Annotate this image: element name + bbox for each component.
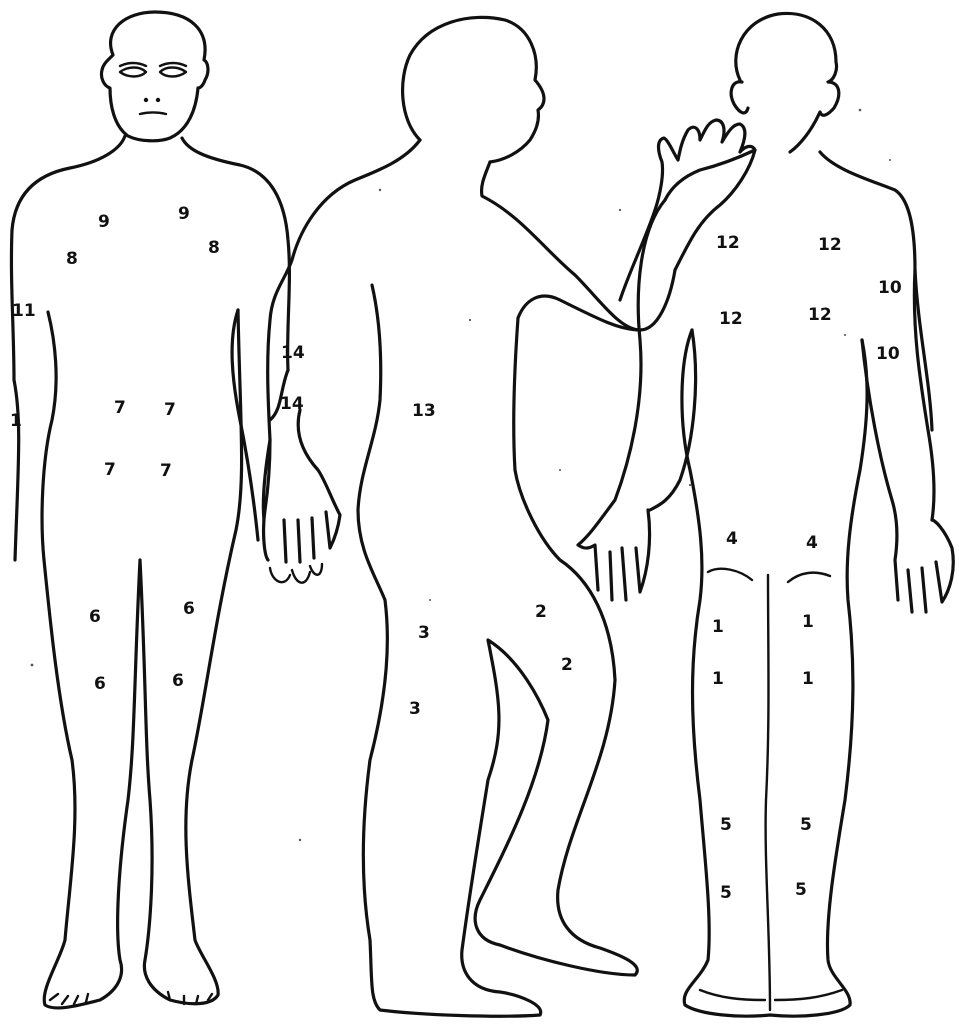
side-head [403, 17, 544, 162]
side-labels: 14 14 13 2 2 3 3 [280, 343, 573, 719]
region-label: 8 [208, 238, 220, 258]
front-labels: 9 9 8 8 11 1 7 7 7 7 6 6 6 6 [10, 204, 220, 694]
region-label: 7 [164, 400, 176, 420]
front-legs [44, 310, 242, 1008]
region-label: 1 [10, 411, 22, 431]
region-label: 13 [412, 401, 436, 421]
front-left-arm [11, 230, 56, 560]
side-fingertips [270, 564, 322, 583]
front-head [101, 12, 207, 141]
side-torso-outline [263, 140, 675, 1016]
region-label: 5 [795, 880, 807, 900]
region-label: 9 [98, 212, 110, 232]
front-body-figure [11, 12, 289, 1008]
region-label: 6 [172, 671, 184, 691]
region-label: 5 [720, 815, 732, 835]
region-label: 5 [720, 883, 732, 903]
side-lowered-hand [264, 410, 340, 562]
back-buttocks [708, 569, 830, 1010]
region-label: 9 [178, 204, 190, 224]
region-label: 6 [183, 599, 195, 619]
region-label: 4 [726, 529, 738, 549]
back-labels: 12 12 12 12 10 10 4 4 1 1 1 1 5 5 5 5 [712, 233, 902, 903]
region-label: 10 [878, 278, 902, 298]
region-label: 12 [818, 235, 842, 255]
region-label: 14 [281, 343, 305, 363]
region-label: 10 [876, 344, 900, 364]
region-label: 6 [94, 674, 106, 694]
region-label: 7 [160, 461, 172, 481]
region-label: 7 [104, 460, 116, 480]
front-face [120, 63, 186, 114]
region-label: 12 [808, 305, 832, 325]
back-right-arm [862, 270, 953, 612]
region-label: 1 [802, 669, 814, 689]
region-label: 14 [280, 394, 304, 414]
region-label: 3 [418, 623, 430, 643]
region-label: 8 [66, 249, 78, 269]
region-label: 5 [800, 815, 812, 835]
region-label: 11 [12, 301, 36, 321]
region-label: 1 [712, 617, 724, 637]
back-head [731, 13, 839, 152]
region-label: 7 [114, 398, 126, 418]
region-label: 1 [802, 612, 814, 632]
back-body-figure [578, 13, 953, 1016]
region-label: 6 [89, 607, 101, 627]
region-label: 12 [719, 309, 743, 329]
side-body-figure [263, 17, 755, 1016]
region-label: 2 [535, 602, 547, 622]
region-label: 2 [561, 655, 573, 675]
region-label: 4 [806, 533, 818, 553]
region-label: 3 [409, 699, 421, 719]
region-label: 1 [712, 669, 724, 689]
region-label: 12 [716, 233, 740, 253]
